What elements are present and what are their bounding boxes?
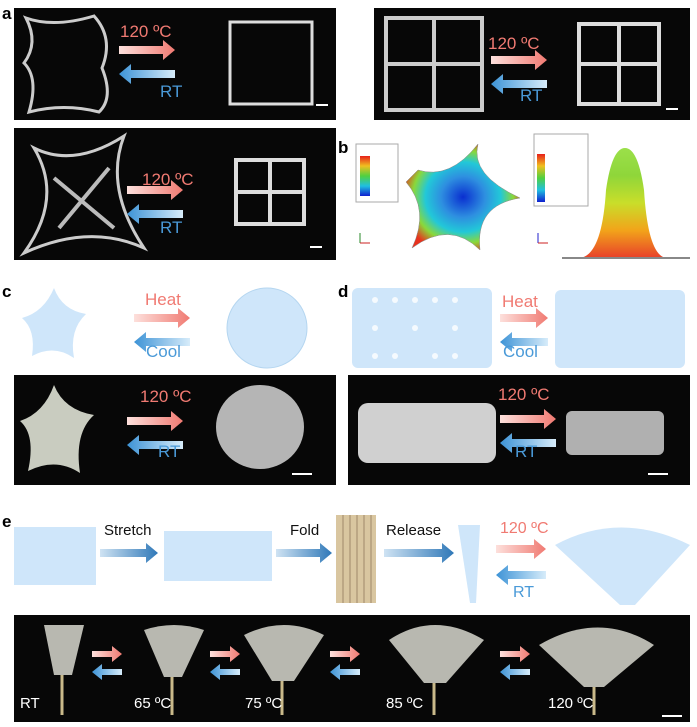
heat-cool-arrows <box>127 411 183 455</box>
temp-cold-label: RT <box>160 218 183 237</box>
temp-hot-label: 120 ºC <box>142 170 194 189</box>
temp-hot-label: 120 ºC <box>488 34 540 53</box>
panel-label-d: d <box>338 282 349 301</box>
step-label: Fold <box>290 522 320 539</box>
step-label: Stretch <box>104 522 152 539</box>
temp-label: 65 ºC <box>134 695 172 712</box>
temp-label: 85 ºC <box>386 695 424 712</box>
dotted-sheet-sample <box>352 288 492 368</box>
axis-triad-icon <box>537 233 548 244</box>
e-schematic <box>14 515 690 605</box>
temp-label: 120 ºC <box>548 695 594 712</box>
grid-lattice-photo <box>384 16 678 112</box>
photo-e <box>14 615 690 722</box>
heat-cool-arrows <box>491 50 547 94</box>
heat-cool-arrows <box>500 409 556 453</box>
panel-label-e: e <box>2 512 12 531</box>
photo-a-square <box>14 8 336 120</box>
fea-simulation <box>355 133 690 259</box>
released-sheet <box>458 525 480 603</box>
peak-stress-contour <box>580 148 666 258</box>
d-schematic <box>352 288 685 368</box>
disc-sample <box>226 287 308 369</box>
photo-d <box>348 375 690 485</box>
square-lattice-photo <box>22 14 328 115</box>
star-disc-photo <box>20 385 312 475</box>
c-schematic <box>22 287 308 369</box>
temp-cold-label: RT <box>158 442 181 461</box>
folded-sheet <box>336 515 376 603</box>
sheet-photo <box>358 403 668 475</box>
flat-sheet <box>14 527 96 585</box>
panel-label-c: c <box>2 282 12 301</box>
panel-label-b: b <box>338 138 349 157</box>
temp-hot-label: 120 ºC <box>498 385 550 404</box>
panel-label-a: a <box>2 4 12 23</box>
smooth-sheet-sample <box>555 290 685 368</box>
star-displacement-contour <box>405 143 521 251</box>
heat-label: Heat <box>145 290 181 309</box>
temp-hot-label: 120 ºC <box>120 22 172 41</box>
cool-label: Cool <box>146 342 181 361</box>
heat-cool-arrows <box>127 180 183 224</box>
temp-hot-label: 120 ºC <box>500 520 549 537</box>
temp-cold-label: RT <box>520 86 543 105</box>
photo-c <box>14 375 336 485</box>
temp-cold-label: RT <box>160 82 183 101</box>
star-lattice-photo <box>19 132 322 257</box>
photo-a-star-lattice <box>14 128 336 260</box>
temp-cold-label: RT <box>513 584 535 601</box>
fan-shape <box>555 527 690 605</box>
star-sample <box>22 288 86 358</box>
heat-label: Heat <box>502 292 538 311</box>
temp-label: 75 ºC <box>245 695 283 712</box>
flower-sequence-photo <box>44 625 682 717</box>
temp-label: RT <box>20 695 40 712</box>
step-label: Release <box>386 522 442 539</box>
temp-hot-label: 120 ºC <box>140 387 192 406</box>
temp-cold-label: RT <box>515 442 538 461</box>
stretched-sheet <box>164 531 272 581</box>
heat-cool-arrows <box>92 646 530 680</box>
heat-cool-arrows <box>119 40 175 84</box>
cool-label: Cool <box>503 342 538 361</box>
axis-triad-icon <box>359 233 370 244</box>
photo-a-grid <box>374 8 690 120</box>
